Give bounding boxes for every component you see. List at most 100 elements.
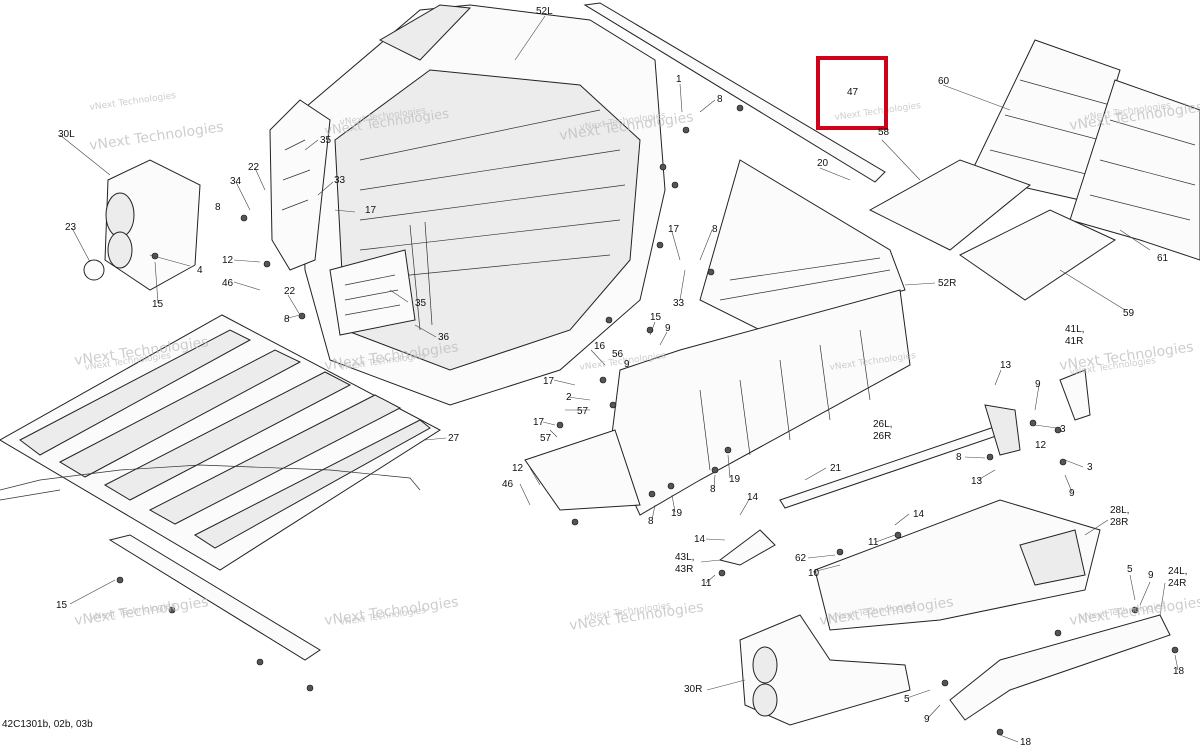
callout-line[interactable]: 28R <box>1110 517 1128 528</box>
callout-57[interactable]: 57 <box>540 433 552 444</box>
callout-28-line[interactable]: 28L, <box>1110 505 1129 516</box>
callout-36[interactable]: 36 <box>438 332 450 343</box>
callout-62[interactable]: 62 <box>795 553 807 564</box>
callout-15[interactable]: 15 <box>56 600 68 611</box>
callout-9[interactable]: 9 <box>1035 379 1041 390</box>
callout-5[interactable]: 5 <box>1127 564 1133 575</box>
callout-13[interactable]: 13 <box>971 476 983 487</box>
callout-52L[interactable]: 52L <box>536 6 553 17</box>
callout-5[interactable]: 5 <box>904 694 910 705</box>
callout-line[interactable]: 24R <box>1168 578 1186 589</box>
callout-24-line[interactable]: 24L, <box>1168 566 1187 577</box>
callout-1[interactable]: 1 <box>676 74 682 85</box>
callout-15[interactable]: 15 <box>650 312 662 323</box>
callout-22[interactable]: 22 <box>248 162 260 173</box>
watermark: vNext Technologies <box>88 119 224 154</box>
callout-35[interactable]: 35 <box>320 135 332 146</box>
leader-lines <box>59 15 1179 743</box>
callout-35[interactable]: 35 <box>415 298 427 309</box>
callout-41-line[interactable]: 41L, <box>1065 324 1084 335</box>
callout-line[interactable]: 26R <box>873 431 891 442</box>
support-rod <box>779 404 1021 509</box>
callout-4[interactable]: 4 <box>197 265 203 276</box>
callout-60[interactable]: 60 <box>938 76 950 87</box>
callout-47[interactable]: 47 <box>847 87 859 98</box>
callout-17[interactable]: 17 <box>668 224 680 235</box>
callout-27[interactable]: 27 <box>448 433 460 444</box>
callout-8[interactable]: 8 <box>284 314 290 325</box>
callout-52R[interactable]: 52R <box>938 278 956 289</box>
callout-19[interactable]: 19 <box>729 474 741 485</box>
callout-13[interactable]: 13 <box>1000 360 1012 371</box>
callout-16[interactable]: 16 <box>594 341 606 352</box>
callout-24L-24R[interactable]: 24L, 24R <box>1168 566 1190 589</box>
lower-rail <box>949 614 1171 721</box>
watermark: vNext Technologies <box>323 594 459 629</box>
callout-9[interactable]: 9 <box>1069 488 1075 499</box>
callout-3[interactable]: 3 <box>1087 462 1093 473</box>
callout-line[interactable]: 43R <box>675 564 693 575</box>
callout-59[interactable]: 59 <box>1123 308 1135 319</box>
bracket-43 <box>718 529 776 566</box>
callout-8[interactable]: 8 <box>648 516 654 527</box>
callout-23[interactable]: 23 <box>65 222 77 233</box>
callout-19[interactable]: 19 <box>671 508 683 519</box>
callout-26L-26R[interactable]: 26L, 26R <box>873 419 895 442</box>
callout-14[interactable]: 14 <box>694 534 706 545</box>
bracket-41 <box>1059 369 1091 421</box>
callout-30L[interactable]: 30L <box>58 129 75 140</box>
callout-9[interactable]: 9 <box>924 714 930 725</box>
callout-21[interactable]: 21 <box>830 463 842 474</box>
callout-57[interactable]: 57 <box>577 406 589 417</box>
callout-9[interactable]: 9 <box>1148 570 1154 581</box>
callout-41L-41R[interactable]: 41L, 41R <box>1065 324 1087 347</box>
watermark: vNext Technologies <box>89 91 177 113</box>
callout-8[interactable]: 8 <box>215 202 221 213</box>
callout-12[interactable]: 12 <box>1035 440 1047 451</box>
callout-43L-43R[interactable]: 43L, 43R <box>675 552 697 575</box>
callout-14[interactable]: 14 <box>747 492 759 503</box>
callout-18[interactable]: 18 <box>1173 666 1185 677</box>
callout-11[interactable]: 11 <box>701 578 712 589</box>
callout-3[interactable]: 3 <box>1060 424 1066 435</box>
callout-33[interactable]: 33 <box>334 175 346 186</box>
callout-22[interactable]: 22 <box>284 286 296 297</box>
callout-56[interactable]: 56 <box>612 349 624 360</box>
callout-46[interactable]: 46 <box>502 479 514 490</box>
callout-34[interactable]: 34 <box>230 176 242 187</box>
callout-30R[interactable]: 30R <box>684 684 702 695</box>
hardware-fasteners <box>116 104 1179 736</box>
callout-33[interactable]: 33 <box>673 298 685 309</box>
callout-20[interactable]: 20 <box>817 158 829 169</box>
callout-43-line[interactable]: 43L, <box>675 552 694 563</box>
callout-8[interactable]: 8 <box>710 484 716 495</box>
callout-11[interactable]: 11 <box>868 537 879 548</box>
callout-10[interactable]: 10 <box>808 568 820 579</box>
watermark: vNext Technologies <box>834 101 922 123</box>
callout-14[interactable]: 14 <box>913 509 925 520</box>
callout-17[interactable]: 17 <box>365 205 377 216</box>
callout-labels[interactable]: 52L 1 8 47 60 30L 35 58 20 22 34 33 8 17… <box>56 6 1190 746</box>
callout-18[interactable]: 18 <box>1020 737 1032 746</box>
callout-58[interactable]: 58 <box>878 127 890 138</box>
callout-46[interactable]: 46 <box>222 278 234 289</box>
callout-9[interactable]: 9 <box>665 323 671 334</box>
callout-17[interactable]: 17 <box>543 376 555 387</box>
callout-9[interactable]: 9 <box>624 359 630 370</box>
callout-2[interactable]: 2 <box>566 392 572 403</box>
callout-8[interactable]: 8 <box>956 452 962 463</box>
callout-28L-28R[interactable]: 28L, 28R <box>1110 505 1132 528</box>
top-rail <box>583 2 886 183</box>
callout-12[interactable]: 12 <box>512 463 524 474</box>
callout-12[interactable]: 12 <box>222 255 234 266</box>
callout-26-line[interactable]: 26L, <box>873 419 892 430</box>
callout-17[interactable]: 17 <box>533 417 545 428</box>
watermark: vNext Technologies <box>568 599 704 634</box>
watermark: vNext Technologies <box>73 594 209 629</box>
callout-8[interactable]: 8 <box>717 94 723 105</box>
callout-line[interactable]: 41R <box>1065 336 1083 347</box>
callout-61[interactable]: 61 <box>1157 253 1169 264</box>
callout-15[interactable]: 15 <box>152 299 164 310</box>
callout-8[interactable]: 8 <box>712 224 718 235</box>
highlight-box <box>816 56 888 130</box>
